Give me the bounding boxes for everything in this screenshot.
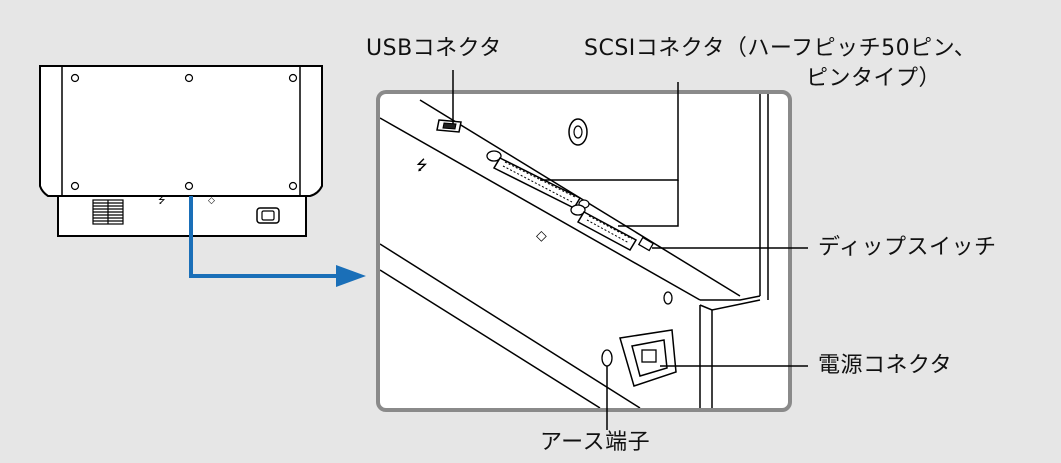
- usb-port: [436, 119, 462, 133]
- screw-icon: [70, 181, 80, 191]
- earth-terminal-label: アース端子: [540, 430, 651, 455]
- screw-icon: [70, 73, 80, 83]
- scsi-connector-label-line2: ピンタイプ）: [806, 66, 942, 91]
- power-connector: [619, 329, 677, 387]
- scsi-connector-label-line1: SCSIコネクタ（ハーフピッチ50ピン、: [584, 36, 977, 61]
- screw-icon: [184, 73, 194, 83]
- detail-view: ⭍ ◇: [380, 94, 769, 408]
- zoom-arrow: [189, 196, 366, 287]
- scsi-symbol-icon: ◇: [208, 196, 215, 206]
- usb-symbol-icon: ⭍: [416, 158, 428, 174]
- scsi-connector-2: [570, 204, 638, 251]
- dip-switch: [637, 236, 655, 252]
- detail-frame: [376, 90, 792, 412]
- screw-icon: [288, 181, 298, 191]
- scsi-symbol-icon: ◇: [536, 228, 547, 244]
- earth-terminal: [601, 349, 613, 367]
- usb-connector-label: USBコネクタ: [366, 36, 502, 61]
- arrow-line: [189, 196, 340, 278]
- dip-switch-label: ディップスイッチ: [818, 235, 997, 260]
- device-overview: ⭍ ◇: [39, 65, 323, 237]
- usb-symbol-icon: ⭍: [158, 195, 166, 206]
- power-connector-label: 電源コネクタ: [818, 353, 953, 378]
- leader-lines: [452, 70, 808, 430]
- leader-scsi-2: [618, 180, 679, 227]
- screw-icon: [288, 73, 298, 83]
- device-cabinet-edges: [61, 66, 301, 196]
- arrow-head-icon: [336, 265, 366, 287]
- screw-icon: [184, 181, 194, 191]
- device-cabinet: [39, 65, 323, 197]
- vent-grille: [92, 199, 124, 225]
- screw-icon: [663, 291, 673, 305]
